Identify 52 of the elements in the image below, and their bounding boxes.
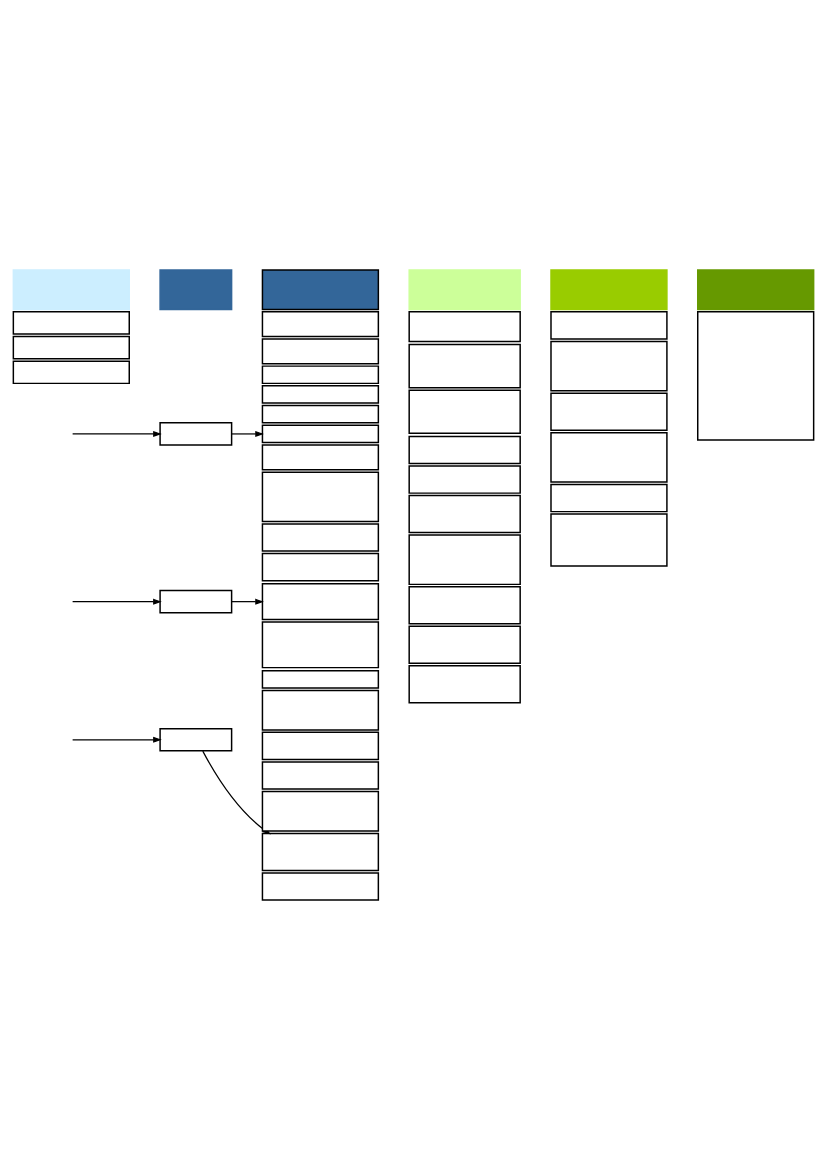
node-box xyxy=(12,268,130,310)
node-box xyxy=(261,731,380,760)
node-box xyxy=(550,512,668,567)
node-box xyxy=(261,832,380,871)
node-box xyxy=(550,431,668,483)
node-box xyxy=(261,689,380,731)
node-box xyxy=(261,337,380,364)
node-box xyxy=(408,585,521,625)
node-box xyxy=(261,760,380,790)
node-box xyxy=(261,669,380,689)
node-box xyxy=(261,268,380,310)
node-box xyxy=(261,384,380,404)
node-box xyxy=(408,664,521,703)
node-box xyxy=(550,483,668,512)
arrow xyxy=(231,430,264,437)
node-box xyxy=(550,310,668,340)
node-box xyxy=(261,310,380,337)
node-box xyxy=(261,424,380,443)
node-box xyxy=(261,364,380,384)
node-box xyxy=(12,359,130,384)
node-box xyxy=(408,388,521,434)
node-box xyxy=(408,494,521,533)
node-box xyxy=(697,268,815,310)
node-box xyxy=(550,340,668,391)
node-box xyxy=(261,470,380,522)
node-box xyxy=(550,268,668,310)
node-box xyxy=(408,310,521,342)
node-box xyxy=(408,435,521,464)
node-box xyxy=(550,392,668,431)
node-box xyxy=(159,589,233,613)
node-box xyxy=(408,268,521,310)
node-box xyxy=(261,582,380,620)
node-box xyxy=(261,620,380,668)
node-box xyxy=(159,421,233,446)
node-box xyxy=(261,522,380,552)
node-box xyxy=(12,335,130,359)
node-box xyxy=(261,552,380,581)
node-box xyxy=(159,727,233,752)
node-box xyxy=(697,310,815,441)
arrow xyxy=(72,430,162,437)
node-box xyxy=(261,443,380,470)
node-box xyxy=(408,625,521,664)
node-box xyxy=(408,343,521,388)
arrow xyxy=(72,598,162,605)
node-box xyxy=(261,404,380,424)
node-box xyxy=(159,268,233,310)
arrow xyxy=(231,598,264,605)
arrow xyxy=(72,736,162,743)
node-box xyxy=(408,533,521,585)
node-box xyxy=(261,871,380,901)
node-box xyxy=(12,310,130,335)
node-box xyxy=(408,464,521,494)
